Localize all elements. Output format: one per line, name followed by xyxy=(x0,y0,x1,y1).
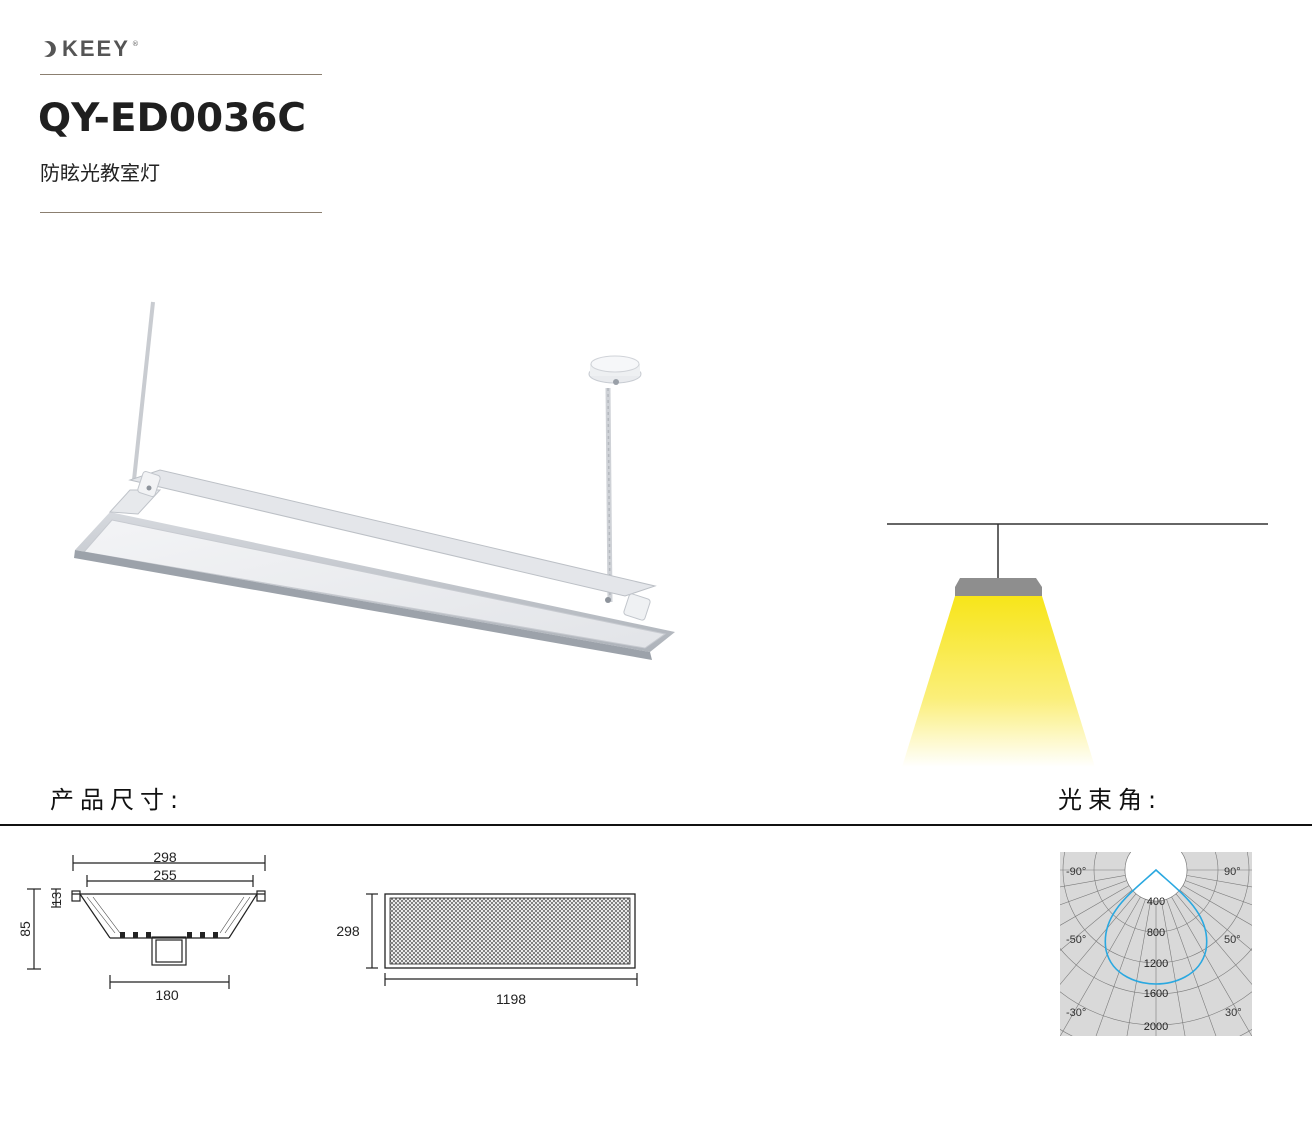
dim-top-width: 298 xyxy=(336,923,360,939)
header-rule-top xyxy=(40,74,322,75)
dimensions-label: 产品尺寸: xyxy=(50,786,185,814)
product-name: 防眩光教室灯 xyxy=(40,161,160,185)
dim-front-total-height: 85 xyxy=(17,921,33,937)
product-illustration xyxy=(74,301,675,660)
dim-front-bottom-width: 180 xyxy=(155,987,179,1003)
dim-front-inner-width: 255 xyxy=(153,867,177,883)
angle-label-left-50: -50° xyxy=(1066,934,1086,946)
radial-label-400: 400 xyxy=(1147,896,1165,908)
radial-label-1600: 1600 xyxy=(1144,988,1168,1000)
dim-top-length: 1198 xyxy=(496,991,526,1007)
angle-label-right-30: 30° xyxy=(1225,1007,1242,1019)
top-view-drawing: 298 1198 xyxy=(336,893,638,1007)
angle-label-right-90: 90° xyxy=(1224,866,1241,878)
logo-registered-mark: ® xyxy=(131,40,139,48)
angle-label-left-30: -30° xyxy=(1066,1007,1086,1019)
brand-logo: KEEY ® xyxy=(40,36,139,62)
polar-distribution-chart: -90° 90° -50° 50° -30° 30° 400 800 1200 … xyxy=(1060,852,1252,1036)
dim-front-total-width: 298 xyxy=(153,849,177,865)
radial-label-800: 800 xyxy=(1147,927,1165,939)
angle-label-left-90: -90° xyxy=(1066,866,1086,878)
header-rule-bottom xyxy=(40,212,322,213)
section-divider xyxy=(0,824,1312,826)
radial-label-1200: 1200 xyxy=(1144,958,1168,970)
logo-moon-icon xyxy=(44,41,56,57)
intensity-curve xyxy=(1104,868,1208,985)
beam-illustration xyxy=(887,523,1268,767)
angle-label-right-50: 50° xyxy=(1224,934,1241,946)
beam-angle-label: 光束角: xyxy=(1058,786,1163,814)
product-model: QY-ED0036C xyxy=(38,96,307,141)
front-view-drawing: 298 255 180 85 13 xyxy=(17,849,266,1003)
logo-text: KEEY xyxy=(62,36,130,61)
radial-label-2000: 2000 xyxy=(1144,1021,1168,1033)
dim-front-top-height: 13 xyxy=(49,892,64,906)
